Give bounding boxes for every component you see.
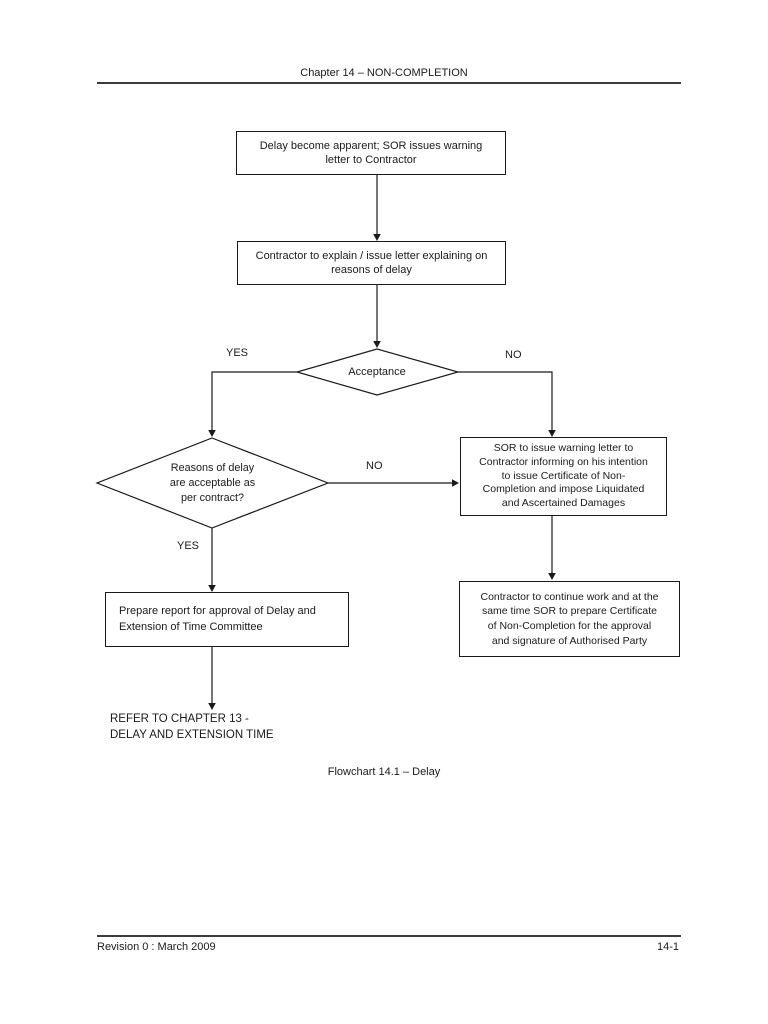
- flow-decision-shapes: [95, 348, 461, 529]
- flowchart-caption: Flowchart 14.1 – Delay: [327, 766, 441, 778]
- chapter-header-title: Chapter 14 – NON-COMPLETION: [300, 67, 468, 79]
- reasons-diamond-label: Reasons of delay are acceptable as per c…: [169, 461, 256, 504]
- acceptance-diamond-label: Acceptance: [348, 365, 406, 378]
- reasons-diamond-shape: [95, 437, 330, 529]
- connector-acceptance-yes: [211, 371, 297, 430]
- edge-label-reasons-yes: YES: [177, 540, 200, 552]
- flow-node-prepare-report: Prepare report for approval of Delay and…: [105, 592, 349, 647]
- footer-rule: [97, 935, 681, 937]
- edge-label-reasons-no: NO: [366, 460, 383, 472]
- edge-label-acceptance-yes: YES: [226, 347, 249, 359]
- flow-arrowheads: [208, 234, 556, 710]
- refer-chapter-note: REFER TO CHAPTER 13 - DELAY AND EXTENSIO…: [110, 713, 274, 741]
- arrowhead-down-icon: [548, 573, 556, 580]
- arrowhead-down-icon: [548, 430, 556, 437]
- footer-page-number: 14-1: [656, 941, 679, 953]
- flow-node-contractor-continue-work: Contractor to continue work and at the s…: [459, 581, 680, 657]
- arrowhead-down-icon: [208, 703, 216, 710]
- footer-revision: Revision 0 : March 2009: [97, 941, 216, 953]
- arrowhead-right-icon: [452, 479, 459, 487]
- arrowhead-down-icon: [373, 234, 381, 241]
- acceptance-diamond-shape: [294, 348, 461, 396]
- connector-acceptance-no: [458, 371, 553, 430]
- edge-label-acceptance-no: NO: [505, 349, 522, 361]
- arrowhead-down-icon: [208, 585, 216, 592]
- arrowhead-down-icon: [208, 430, 216, 437]
- header-rule: [97, 82, 681, 84]
- flow-connectors: [211, 175, 553, 703]
- flow-node-contractor-explain: Contractor to explain / issue letter exp…: [237, 241, 506, 285]
- flow-node-delay-apparent: Delay become apparent; SOR issues warnin…: [236, 131, 506, 175]
- arrowhead-down-icon: [373, 341, 381, 348]
- flow-node-sor-warning-letter: SOR to issue warning letter to Contracto…: [460, 437, 667, 516]
